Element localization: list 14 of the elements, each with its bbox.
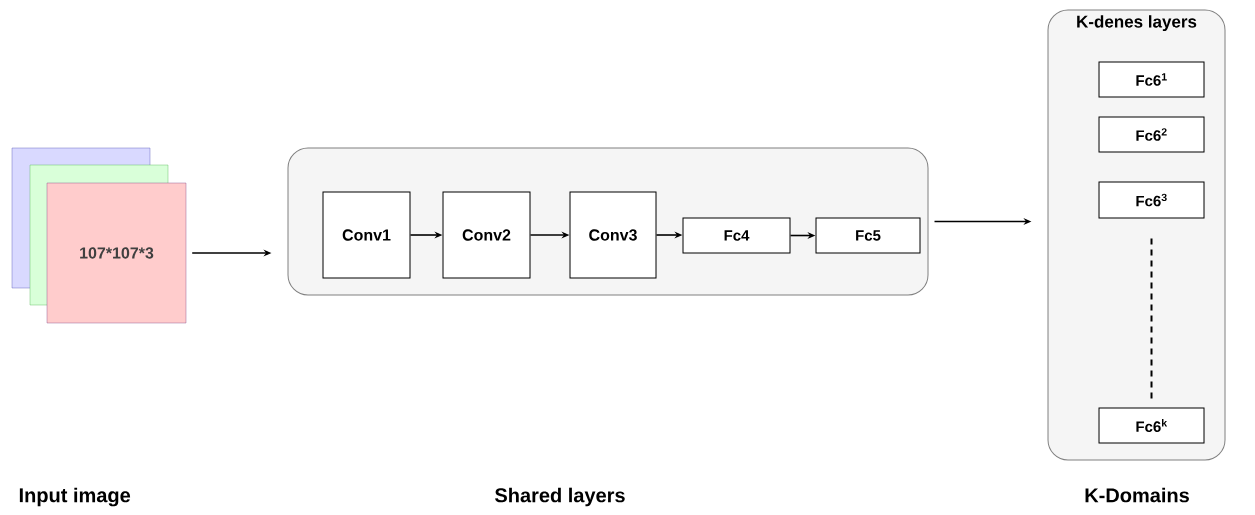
layer-box: Fc6$^{3}$	[1098, 181, 1205, 219]
layer-box: Fc6$^{k}$	[1098, 407, 1205, 444]
image-stack: 107*107*3	[11, 147, 187, 324]
layer-box: Conv2	[442, 191, 531, 279]
layer-box: Fc4	[682, 217, 791, 254]
caption: K-Domains	[1085, 487, 1189, 503]
caption: Input image	[19, 487, 131, 507]
caption: Shared layers	[495, 487, 625, 507]
layer-box: Fc6$^{1}$	[1098, 61, 1205, 98]
dashed-line	[1150, 237, 1153, 401]
layer-box: Conv3	[569, 191, 657, 279]
layer-box: Conv1	[322, 191, 411, 279]
layer-box: Fc6$^{2}$	[1098, 116, 1205, 153]
layer-box: Fc5	[815, 217, 921, 254]
